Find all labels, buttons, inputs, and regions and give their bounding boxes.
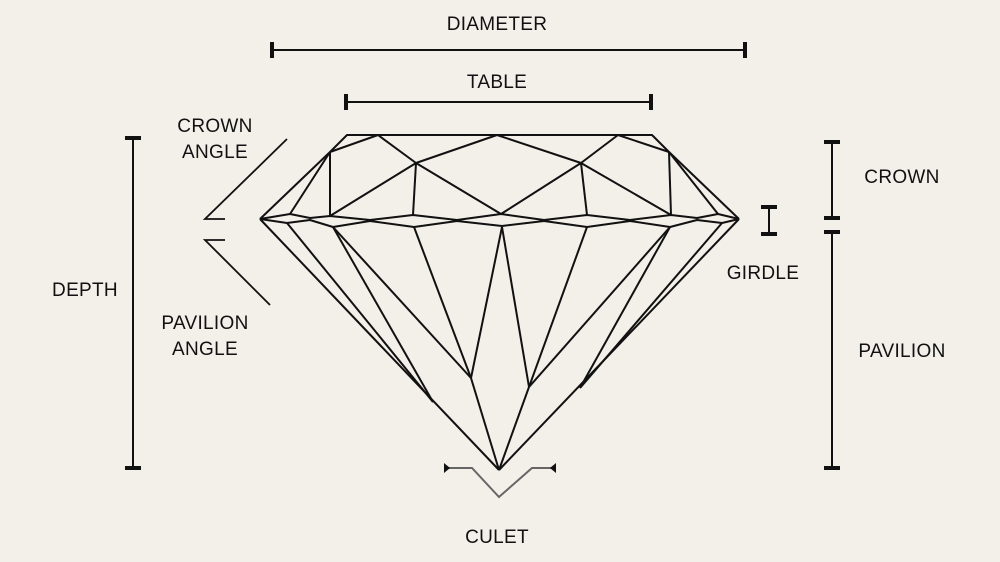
crown-angle-label-line2: ANGLE <box>182 142 248 163</box>
crown-angle-marker <box>202 138 288 220</box>
culet-marker <box>444 467 556 499</box>
pavilion-angle-marker <box>202 239 271 306</box>
culet-label: CULET <box>465 527 529 548</box>
depth-label: DEPTH <box>52 280 118 301</box>
table-label: TABLE <box>466 72 528 93</box>
crown-angle-label: CROWN ANGLE <box>135 114 295 166</box>
girdle-label: GIRDLE <box>726 263 800 284</box>
pavilion-label: PAVILION <box>858 341 946 362</box>
pavilion-angle-label-line2: ANGLE <box>172 339 238 360</box>
diamond-outline <box>259 134 740 471</box>
pavilion-angle-label-line1: PAVILION <box>161 313 249 334</box>
diameter-label: DIAMETER <box>446 14 548 35</box>
pavilion-angle-label: PAVILION ANGLE <box>125 311 285 363</box>
crown-label: CROWN <box>864 167 940 188</box>
crown-angle-label-line1: CROWN <box>177 116 253 137</box>
